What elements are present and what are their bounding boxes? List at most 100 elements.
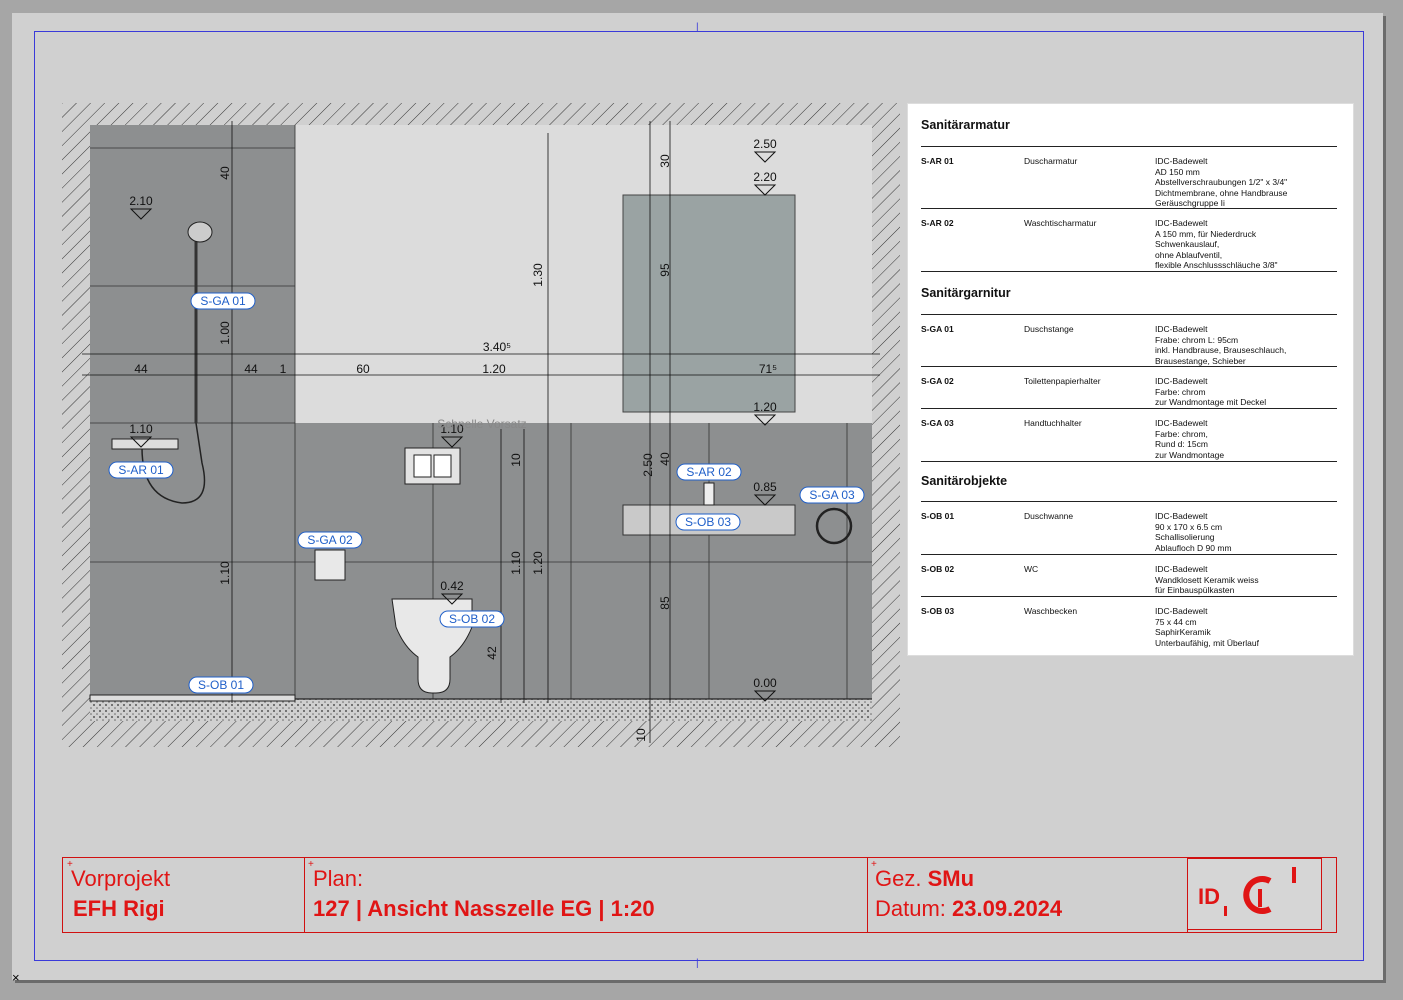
legend-rule (921, 408, 1337, 409)
company-logo: ID (1187, 858, 1322, 930)
fixture-tag: S-GA 02 (307, 533, 353, 547)
fixture-tag: S-OB 01 (198, 678, 244, 692)
dimension-label: 2.50 (641, 453, 655, 477)
legend-code: S-GA 01 (921, 324, 954, 334)
level-marker-icon (440, 436, 464, 448)
fixture-tag-bubble (190, 292, 256, 310)
title-divider (867, 858, 868, 932)
legend-rule (921, 554, 1337, 555)
level-marker-icon (129, 436, 153, 448)
legend-rule (921, 314, 1337, 315)
dimension-label: 40 (218, 166, 232, 180)
drawn-label: Gez. (875, 866, 922, 891)
legend-name: Toilettenpapierhalter (1024, 376, 1101, 386)
legend-name: Waschtischarmatur (1024, 218, 1097, 228)
legend-section-title: Sanitärarmatur (921, 118, 1010, 132)
legend-name: Handtuchhalter (1024, 418, 1082, 428)
shower-tray (89, 694, 296, 702)
dimension-label: 42 (485, 646, 499, 660)
wall-tiles (295, 423, 872, 699)
paper-holder-shape (314, 549, 346, 581)
dimension-label: 1 (280, 362, 287, 376)
legend-desc: IDC-Badewelt 75 x 44 cm SaphirKeramik Un… (1155, 606, 1259, 648)
dimension-label: 95 (658, 263, 672, 277)
fixture-tag: S-GA 03 (809, 488, 855, 502)
level-label: 1.10 (129, 422, 153, 436)
fixture-tag: S-AR 02 (686, 465, 732, 479)
fixture-tag-bubble (799, 486, 865, 504)
legend-rule (921, 461, 1337, 462)
legend-rule (921, 208, 1337, 209)
dimension-label: 60 (356, 362, 370, 376)
dimension-label: 3.40⁵ (483, 340, 511, 354)
legend-section-title: Sanitärgarnitur (921, 286, 1011, 300)
level-label: 1.10 (440, 422, 464, 436)
center-mark-top: | (696, 22, 699, 33)
legend-section-title: Sanitärobjekte (921, 474, 1008, 488)
legend-code: S-OB 03 (921, 606, 955, 616)
project-phase: Vorprojekt (71, 866, 171, 891)
level-label: 2.10 (129, 194, 153, 208)
idc-logo-icon: ID (1198, 867, 1296, 916)
dimension-label: 1.10 (218, 561, 232, 585)
legend-code: S-OB 02 (921, 564, 955, 574)
legend-rule (921, 146, 1337, 147)
date-value: 23.09.2024 (952, 896, 1063, 921)
floor-screed (90, 699, 872, 721)
legend-code: S-AR 02 (921, 218, 954, 228)
svg-text:ID: ID (1198, 884, 1220, 909)
level-marker-icon (753, 494, 777, 506)
level-marker-icon (753, 690, 777, 702)
fixture-tag: S-GA 01 (200, 294, 246, 308)
level-marker-icon (129, 208, 153, 220)
level-label: 2.50 (753, 137, 777, 151)
shower-head-shape (187, 221, 213, 243)
plan-date: Datum: 23.09.2024 (875, 896, 1062, 922)
fixture-tag: S-AR 01 (118, 463, 164, 477)
dimension-label: 1.20 (531, 551, 545, 575)
dimension-label: 10 (509, 453, 523, 467)
legend-desc: IDC-Badewelt Frabe: chrom L: 95cm inkl. … (1155, 324, 1287, 366)
legend-desc: IDC-Badewelt A 150 mm, für Niederdruck S… (1155, 218, 1278, 271)
dimension-label: 1.00 (218, 321, 232, 345)
fixture-tag-bubble (188, 676, 254, 694)
legend-code: S-AR 01 (921, 156, 954, 166)
dimension-label: 1.30 (531, 263, 545, 287)
fixture-tag: S-OB 03 (685, 515, 731, 529)
title-divider (304, 858, 305, 932)
project-name: EFH Rigi (73, 896, 165, 921)
center-mark-bottom: | (696, 958, 699, 969)
bathroom-elevation-drawing[interactable]: S-GA 01S-AR 01S-OB 01S-GA 02S-OB 02S-AR … (62, 103, 900, 747)
legend-desc: IDC-Badewelt Farbe: chrom zur Wandmontag… (1155, 376, 1267, 408)
drawn-value: SMu (927, 866, 975, 891)
legend-desc: IDC-Badewelt 90 x 170 x 6.5 cm Schalliso… (1155, 511, 1232, 553)
legend-name: Duschstange (1024, 324, 1074, 334)
level-label: 1.20 (753, 400, 777, 414)
legend-rule (921, 366, 1337, 367)
corner-tick: + (308, 859, 314, 870)
sheet-frame (34, 31, 1364, 961)
dimension-label: 30 (658, 154, 672, 168)
corner-tick: + (871, 859, 877, 870)
drawing-labels: S-GA 01S-AR 01S-OB 01S-GA 02S-OB 02S-AR … (108, 137, 865, 742)
dimension-label: 44 (134, 362, 148, 376)
legend-code: S-GA 03 (921, 418, 954, 428)
fixture-tag-bubble (676, 463, 742, 481)
legend-name: WC (1024, 564, 1039, 574)
legend-desc: IDC-Badewelt AD 150 mm Abstellverschraub… (1155, 156, 1288, 209)
origin-mark-icon: × (12, 970, 20, 985)
dimension-label: 10 (634, 728, 648, 742)
legend-name: Waschbecken (1024, 606, 1078, 616)
dimension-label: 85 (658, 596, 672, 610)
legend-rule (921, 501, 1337, 502)
level-label: 0.00 (753, 676, 777, 690)
date-label: Datum: (875, 896, 946, 921)
dimension-label: 44 (244, 362, 258, 376)
legend-desc: IDC-Badewelt Wandklosett Keramik weiss f… (1155, 564, 1259, 596)
corner-tick: + (67, 859, 73, 870)
legend-desc: IDC-Badewelt Farbe: chrom, Rund d: 15cm … (1155, 418, 1225, 460)
legend-code: S-OB 01 (921, 511, 955, 521)
dimension-label: 1.10 (509, 551, 523, 575)
drawn-by: Gez. SMu (875, 866, 974, 892)
level-label: 0.42 (440, 579, 464, 593)
